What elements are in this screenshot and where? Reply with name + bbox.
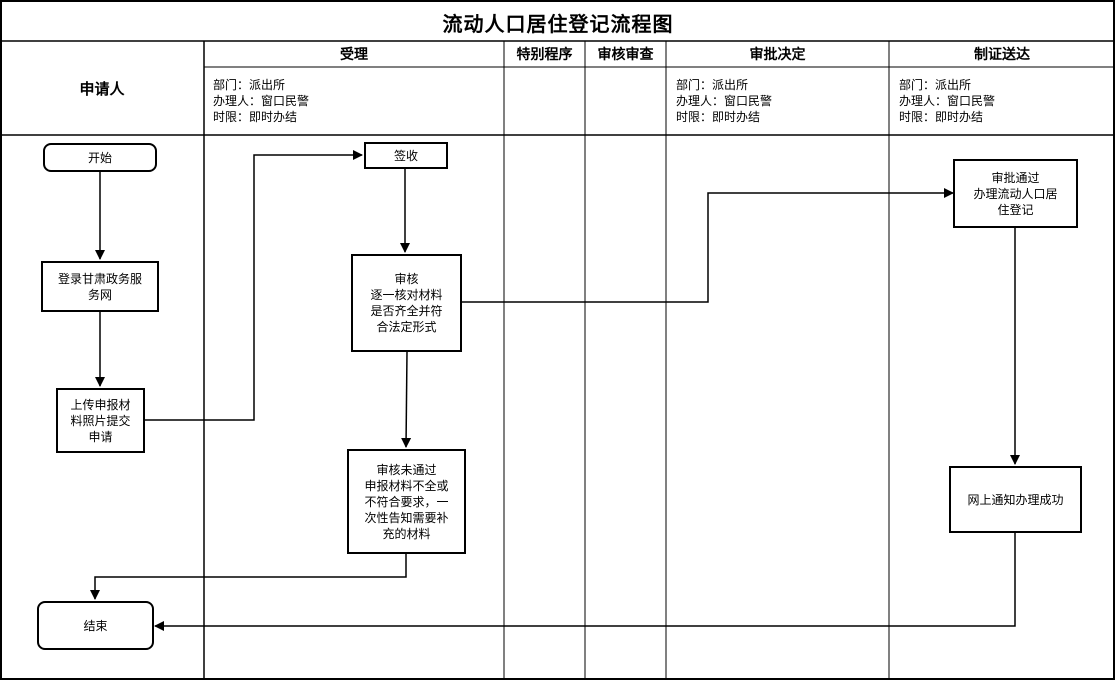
column-header-accept: 受理: [340, 47, 368, 63]
node-approved: 审批通过 办理流动人口居 住登记: [953, 159, 1078, 228]
arrow-fail-to-end: [90, 554, 407, 600]
page-title: 流动人口居住登记流程图: [442, 12, 674, 36]
node-upload: 上传申报材 料照片提交 申请: [56, 388, 145, 453]
arrow-check-to-approved: [461, 188, 954, 303]
column-header-approve: 审批决定: [749, 47, 806, 63]
arrow-check-to-fail: [401, 351, 412, 448]
node-sign: 签收: [364, 142, 448, 169]
column-header-certify: 制证送达: [974, 47, 1030, 63]
arrow-upload-to-sign: [145, 150, 363, 421]
node-notify: 网上通知办理成功: [949, 466, 1082, 533]
info-accept: 部门：派出所 办理人：窗口民警 时限：即时办结: [213, 78, 310, 124]
node-fail: 审核未通过 申报材料不全或 不符合要求，一 次性告知需要补 充的材料: [347, 449, 466, 554]
node-login: 登录甘肃政务服 务网: [41, 261, 159, 312]
column-header-review: 审核审查: [597, 47, 654, 63]
node-check: 审核 逐一核对材料 是否齐全并符 合法定形式: [351, 254, 462, 352]
arrow-notify-to-end: [154, 533, 1016, 631]
node-end: 结束: [37, 601, 154, 650]
lane-label-applicant: 申请人: [79, 80, 125, 98]
column-header-special: 特别程序: [516, 47, 573, 63]
info-certify: 部门：派出所 办理人：窗口民警 时限：即时办结: [899, 78, 996, 124]
node-start: 开始: [43, 143, 157, 172]
info-approve: 部门：派出所 办理人：窗口民警 时限：即时办结: [676, 78, 773, 124]
